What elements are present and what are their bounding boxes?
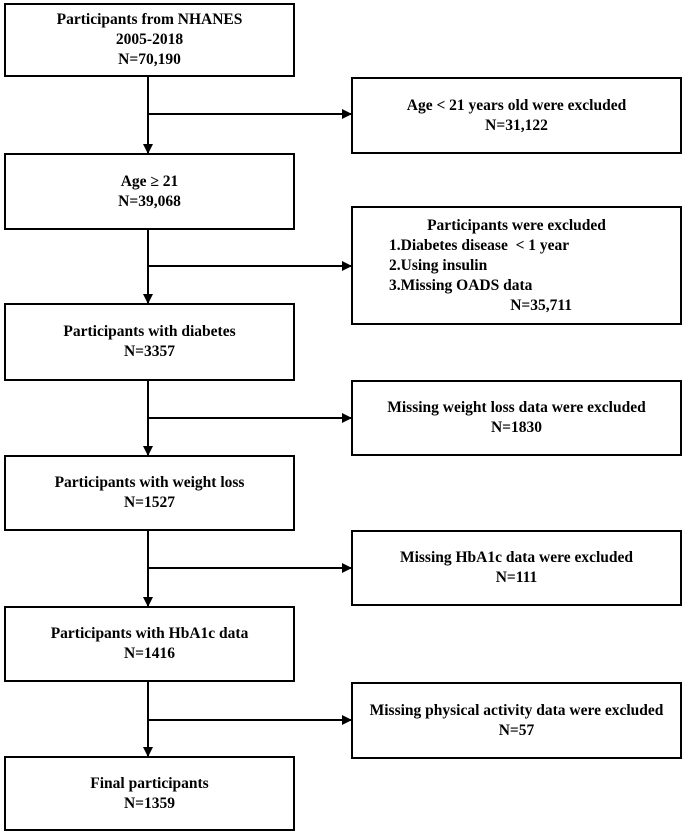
exclusion-box-age-line-2: N=31,122: [485, 116, 548, 134]
exclusion-box-weight-loss-line-2: N=1830: [490, 419, 543, 436]
exclusion-box-criteria-title: Participants were excluded: [427, 216, 606, 234]
main-box-nhanes: Participants from NHANES 2005-2018 N=70,…: [4, 3, 295, 77]
main-box-hba1c-line-2: N=1416: [123, 645, 176, 662]
main-box-age-line-1: Age ≥ 21: [120, 172, 179, 190]
main-box-final-line-1: Final participants: [90, 774, 209, 792]
exclusion-box-physical-activity-line-2: N=57: [498, 721, 535, 739]
main-box-age-line-2: N=39,068: [118, 192, 181, 210]
main-box-diabetes-line-2: N=3357: [123, 343, 176, 360]
main-box-age: Age ≥ 21 N=39,068: [4, 153, 295, 230]
main-box-weight-loss: Participants with weight loss N=1527: [4, 455, 295, 531]
main-box-hba1c: Participants with HbA1c data N=1416: [4, 606, 295, 682]
exclusion-box-hba1c-line-1: Missing HbA1c data were excluded: [399, 549, 634, 566]
main-box-final: Final participants N=1359: [4, 756, 295, 831]
exclusion-box-weight-loss-line-1: Missing weight loss data were excluded: [387, 399, 646, 416]
exclusion-box-physical-activity: Missing physical activity data were excl…: [351, 682, 682, 759]
exclusion-box-physical-activity-line-1: Missing physical activity data were excl…: [369, 701, 664, 719]
main-box-diabetes-line-1: Participants with diabetes: [63, 323, 236, 340]
exclusion-box-criteria-item-3: 3.Missing OADS data: [389, 276, 533, 294]
main-box-hba1c-line-1: Participants with HbA1c data: [50, 625, 249, 642]
main-box-diabetes: Participants with diabetes N=3357: [4, 303, 295, 381]
main-box-final-line-2: N=1359: [123, 794, 176, 812]
exclusion-box-criteria-item-1: 1.Diabetes disease < 1 year: [389, 236, 570, 254]
exclusion-box-criteria: Participants were excluded 1.Diabetes di…: [351, 206, 682, 325]
exclusion-box-weight-loss: Missing weight loss data were excluded N…: [351, 380, 682, 456]
exclusion-box-age-line-1: Age < 21 years old were excluded: [406, 96, 627, 114]
main-box-nhanes-line-1: Participants from NHANES: [56, 11, 243, 28]
exclusion-box-hba1c: Missing HbA1c data were excluded N=111: [351, 530, 682, 606]
main-box-weight-loss-line-2: N=1527: [123, 494, 176, 511]
exclusion-box-criteria-count: N=35,711: [510, 296, 572, 314]
main-box-nhanes-line-3: N=70,190: [118, 51, 181, 68]
main-box-weight-loss-line-1: Participants with weight loss: [54, 474, 245, 491]
main-box-nhanes-line-2: 2005-2018: [115, 31, 184, 48]
exclusion-box-hba1c-line-2: N=111: [495, 569, 538, 586]
exclusion-box-age: Age < 21 years old were excluded N=31,12…: [351, 77, 682, 154]
exclusion-box-criteria-item-2: 2.Using insulin: [389, 256, 488, 274]
